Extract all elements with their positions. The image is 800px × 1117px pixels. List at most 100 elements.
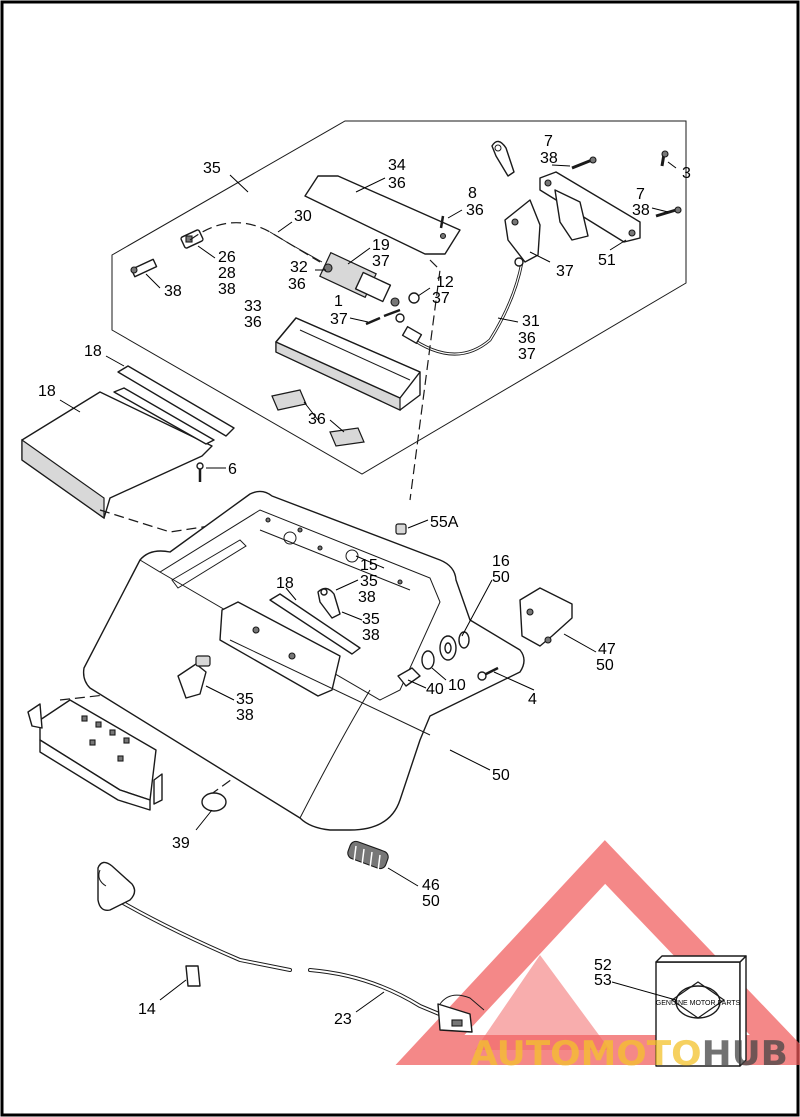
callout-32: 32 [290,259,308,276]
callout-23: 23 [334,1011,352,1028]
callout-53: 53 [594,972,612,989]
callout-39: 39 [172,835,190,852]
callout-31: 31 [522,313,540,330]
callout-35: 35 [236,691,254,708]
callout-36: 36 [388,175,406,192]
screw-37-small [383,308,405,323]
callout-6: 6 [228,461,237,478]
callout-3: 3 [682,165,691,182]
logo-text: GENUINE MOTOR PARTS [656,1000,741,1007]
nut-12 [408,292,420,304]
callout-36: 36 [308,411,326,428]
screw-4 [477,666,499,681]
callout-36: 36 [518,330,536,347]
screw-7-lower [655,206,682,218]
lever-bracket [504,199,541,263]
callout-4: 4 [528,691,537,708]
callout-38: 38 [164,283,182,300]
callout-52: 52 [594,957,612,974]
wiring-harness-23 [97,861,485,1033]
callout-36: 36 [244,314,262,331]
callout-16: 16 [492,553,510,570]
bracket-47 [519,587,573,647]
screw-38-clip [130,258,158,278]
callout-38: 38 [358,589,376,606]
callout-51: 51 [598,252,616,269]
screw-3 [660,150,669,167]
latch-lever-35 [177,655,211,699]
strip-18-lower [269,593,361,655]
callout-8: 8 [468,185,477,202]
callout-34: 34 [388,157,406,174]
callout-30: 30 [294,208,312,225]
callout-50: 50 [492,569,510,586]
callout-26: 26 [218,249,236,266]
callout-35: 35 [203,160,221,177]
callout-38: 38 [632,202,650,219]
callout-18: 18 [84,343,102,360]
callout-33: 33 [244,298,262,315]
cap-39 [201,792,227,812]
callout-7: 7 [636,186,645,203]
callout-19: 19 [372,237,390,254]
hinge-51 [539,171,641,243]
pad-36-a [271,389,307,411]
grommet-10 [421,650,435,670]
release-cable-31 [401,257,524,356]
callout-50: 50 [596,657,614,674]
cable-path-30 [189,222,321,263]
clip-14 [185,965,201,987]
screw-7 [571,156,597,170]
pad-36-b [329,427,365,447]
spring-46 [347,840,389,872]
callout-18: 18 [38,383,56,400]
latch-assembly-19 [319,251,400,307]
callout-15: 15 [360,557,378,574]
cable-30 [269,231,323,263]
callout-7: 7 [544,133,553,150]
kit-35-outline [111,120,687,475]
lever-15 [317,587,341,619]
nut-55a [395,523,407,535]
callout-10: 10 [448,677,466,694]
screw-1 [365,316,381,326]
callout-50: 50 [422,893,440,910]
callout-28: 28 [218,265,236,282]
callout-12: 12 [436,274,454,291]
saddlebag-50 [82,490,525,831]
leader-lines [59,161,677,1013]
callout-37: 37 [432,290,450,307]
screw-6 [196,462,204,482]
lock-housing-33 [275,317,421,411]
callout-35: 35 [360,573,378,590]
latch-plate [27,699,163,811]
genuine-parts-box: GENUINE MOTOR PARTS [655,955,747,1067]
screw-8 [439,215,445,229]
callout-38: 38 [362,627,380,644]
assembly-line-a [409,259,441,501]
callout-38: 38 [218,281,236,298]
callout-47: 47 [598,641,616,658]
callout-35: 35 [362,611,380,628]
lever-link [491,140,515,177]
grommet-16 [439,631,470,661]
callout-38: 38 [236,707,254,724]
callout-46: 46 [422,877,440,894]
callout-14: 14 [138,1001,156,1018]
bumper-40 [397,667,421,687]
callout-36: 36 [466,202,484,219]
trim-strip-18 [117,365,235,437]
callout-50: 50 [492,767,510,784]
liner-18 [21,387,215,520]
callout-36: 36 [288,276,306,293]
callout-55a: 55A [430,514,459,531]
callout-37: 37 [330,311,348,328]
callout-labels: 35 34 36 7 38 3 8 36 7 38 30 19 37 26 28… [38,133,691,1028]
callout-38: 38 [540,150,558,167]
callout-1: 1 [334,293,343,310]
callout-18: 18 [276,575,294,592]
cover-plate-34 [304,175,461,255]
